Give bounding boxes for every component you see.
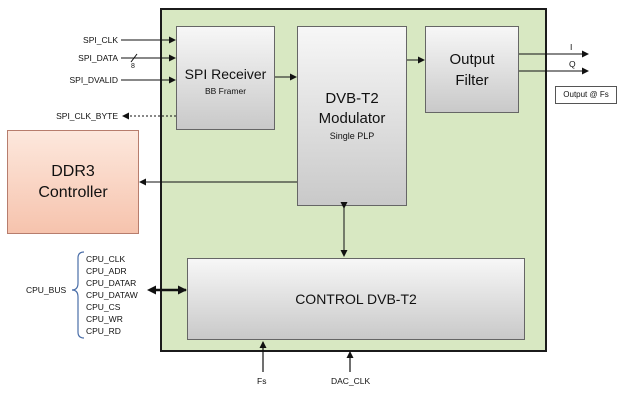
dac-clk-label: DAC_CLK [331,376,371,386]
cpu-signal: CPU_WR [86,314,123,324]
ddr3-title-line2: Controller [38,184,108,201]
cpu-signal: CPU_ADR [86,266,127,276]
output-filter-title-line1: Output [449,51,495,68]
cpu-signal: CPU_DATAW [86,290,138,300]
ddr3-title-line1: DDR3 [51,163,95,180]
cpu-signal: CPU_CS [86,302,121,312]
modulator-title-line2: Modulator [318,110,386,127]
spi-data-label: SPI_DATA [78,53,118,63]
modulator-subtitle: Single PLP [329,131,375,141]
output-filter-block: Output Filter [425,26,519,113]
output-q-label: Q [569,59,576,69]
dvb-t2-modulator-block: DVB-T2 Modulator Single PLP [297,26,407,206]
cpu-signal: CPU_DATAR [86,278,137,288]
output-note-box: Output @ Fs [555,86,617,104]
spi-data-bus-tick [130,53,138,63]
modulator-title-line1: DVB-T2 [325,90,379,107]
spi-dvalid-label: SPI_DVALID [69,75,118,85]
cpu-signal: CPU_RD [86,326,121,336]
spi-clk-label: SPI_CLK [83,35,118,45]
cpu-bus-arrow-left-head [147,285,156,295]
spi-receiver-block: SPI Receiver BB Framer [176,26,275,130]
control-title: CONTROL DVB-T2 [295,291,417,307]
cpu-bus-label: CPU_BUS [26,285,67,295]
spi-receiver-title: SPI Receiver [184,66,267,82]
spi-receiver-subtitle: BB Framer [204,86,247,96]
ddr3-controller-block: DDR3 Controller [7,130,139,234]
control-dvb-t2-block: CONTROL DVB-T2 [187,258,525,340]
spi-clk-byte-label: SPI_CLK_BYTE [56,111,118,121]
output-i-label: I [570,42,573,52]
fs-clock-label: Fs [257,376,267,386]
output-filter-title-line2: Filter [455,72,489,89]
spi-data-width-label: 8 [131,63,135,70]
cpu-bus-bracket [71,251,85,339]
cpu-signal: CPU_CLK [86,254,126,264]
